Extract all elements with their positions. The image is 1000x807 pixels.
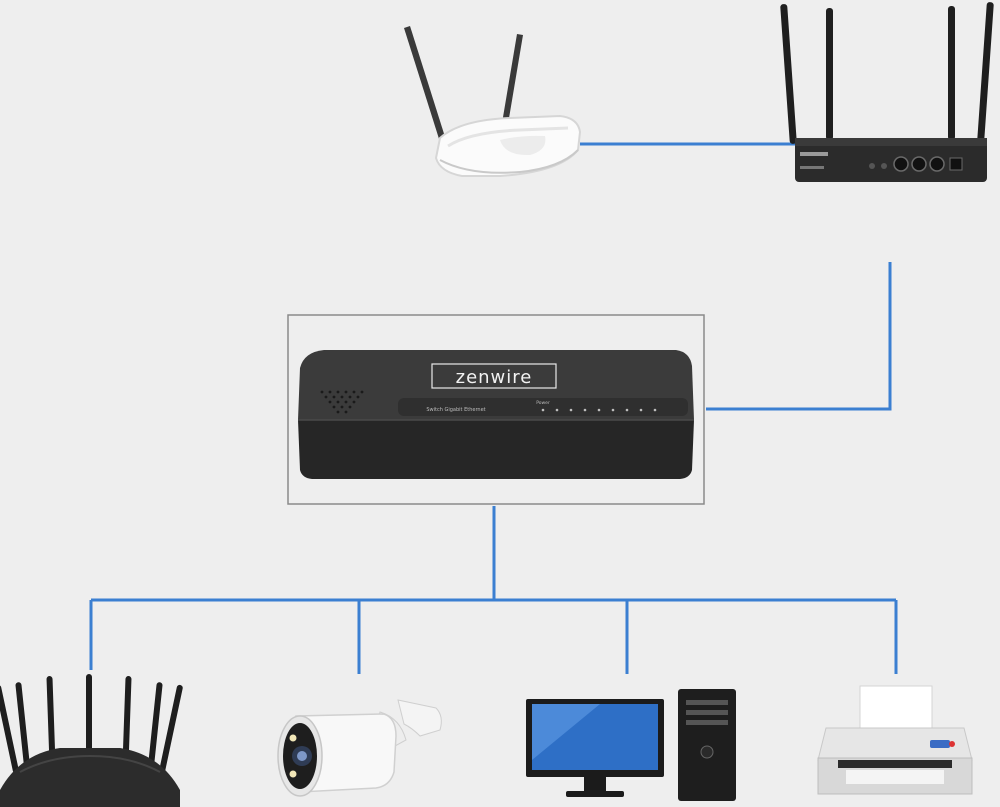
- vent-dot: [336, 410, 340, 414]
- switch-power-label: Power: [536, 400, 550, 406]
- switch-logo-box: [431, 363, 557, 389]
- vent-dot: [356, 395, 360, 399]
- port-led: [639, 408, 643, 412]
- vent-dot: [336, 400, 340, 404]
- vent-dot: [328, 400, 332, 404]
- vent-dot: [324, 395, 328, 399]
- vent-dot: [340, 405, 344, 409]
- switch-frame: [287, 314, 705, 505]
- desktop-computer-icon: [526, 689, 736, 801]
- vent-dot: [340, 395, 344, 399]
- wifi-router-8-antenna-icon: [0, 674, 183, 807]
- vent-dot: [332, 405, 336, 409]
- switch-vent-icon: [320, 390, 364, 414]
- connector-router-to-switch: [706, 262, 892, 411]
- switch-model-label: Switch Gigabit Ethernet: [426, 407, 485, 413]
- printer-icon: [817, 685, 973, 795]
- port-led: [597, 408, 601, 412]
- vent-dot: [352, 390, 356, 394]
- connector-lines: [89, 142, 898, 674]
- vent-dot: [336, 390, 340, 394]
- vent-dot: [348, 395, 352, 399]
- switch-port-leds: [541, 408, 657, 412]
- switch-brand-label: zenwire: [456, 367, 533, 388]
- port-led: [569, 408, 573, 412]
- wireless-router-black-icon: [780, 2, 994, 182]
- vent-dot: [320, 390, 324, 394]
- vent-dot: [344, 390, 348, 394]
- security-camera-icon: [277, 699, 442, 797]
- port-led: [653, 408, 657, 412]
- vent-dot: [328, 390, 332, 394]
- port-led: [541, 408, 545, 412]
- vent-dot: [348, 405, 352, 409]
- port-led: [555, 408, 559, 412]
- port-led: [625, 408, 629, 412]
- vent-dot: [352, 400, 356, 404]
- vent-dot: [360, 390, 364, 394]
- port-led: [583, 408, 587, 412]
- vent-dot: [344, 400, 348, 404]
- network-switch: zenwire Switch Gigabit Ethernet Power: [287, 314, 705, 505]
- wireless-router-white-icon: [404, 26, 582, 177]
- vent-dot: [332, 395, 336, 399]
- port-led: [611, 408, 615, 412]
- vent-dot: [344, 410, 348, 414]
